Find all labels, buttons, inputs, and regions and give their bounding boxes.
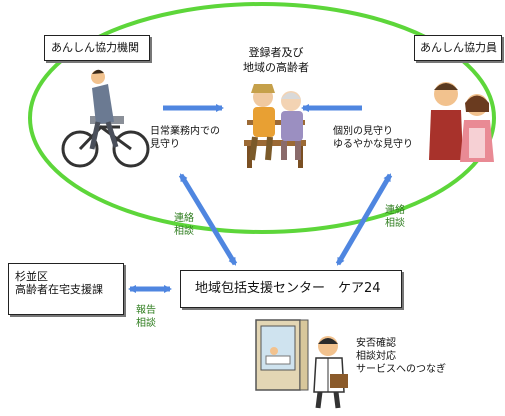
daily-watch-line-1: 日常業務内での [150,126,220,137]
volunteer-couple-icon [429,82,494,162]
service-line-3: サービスへのつなぎ [356,364,446,375]
elderly-couple-icon [244,84,306,168]
partner-member-box: あんしん協力員 [414,35,502,61]
ward-name: 杉並区 [15,270,48,283]
service-text: 安否確認 相談対応 サービスへのつなぎ [356,337,446,376]
individual-watch-line-1: 個別の見守り [333,126,393,137]
ward-section: 高齢者在宅支援課 [15,283,103,296]
watch-network-ellipse [28,2,496,234]
individual-watch-line-2: ゆるやかな見守り [333,139,413,150]
registrant-title: 登録者及び 地域の高齢者 [236,45,316,75]
ward-office-box: 杉並区 高齢者在宅支援課 [8,263,124,315]
partner-organization-label: あんしん協力機関 [51,41,139,54]
daily-watch-line-2: 見守り [150,139,180,150]
contact-left-line-1: 連絡 [174,213,194,224]
contact-left-text: 連絡 相談 [174,212,194,238]
service-line-1: 安否確認 [356,338,396,349]
staff-visit-icon [255,319,348,409]
report-line-2: 相談 [136,318,156,329]
arrow-center-left [178,173,238,266]
individual-watch-text: 個別の見守り ゆるやかな見守り [333,125,413,151]
support-center-box: 地域包括支援センター ケア24 [180,270,402,308]
cyclist-icon [61,69,150,168]
registrant-line-1: 登録者及び [248,46,304,59]
contact-right-text: 連絡 相談 [385,204,405,230]
arrow-center-right [335,173,393,266]
contact-right-line-2: 相談 [385,218,405,229]
service-line-2: 相談対応 [356,351,396,362]
contact-right-line-1: 連絡 [385,205,405,216]
support-center-label: 地域包括支援センター ケア24 [195,281,381,296]
daily-watch-text: 日常業務内での 見守り [150,125,220,151]
report-text: 報告 相談 [136,304,156,330]
report-line-1: 報告 [136,305,156,316]
partner-organization-box: あんしん協力機関 [44,35,150,61]
registrant-line-2: 地域の高齢者 [243,61,309,74]
partner-member-label: あんしん協力員 [420,41,497,54]
contact-left-line-2: 相談 [174,226,194,237]
